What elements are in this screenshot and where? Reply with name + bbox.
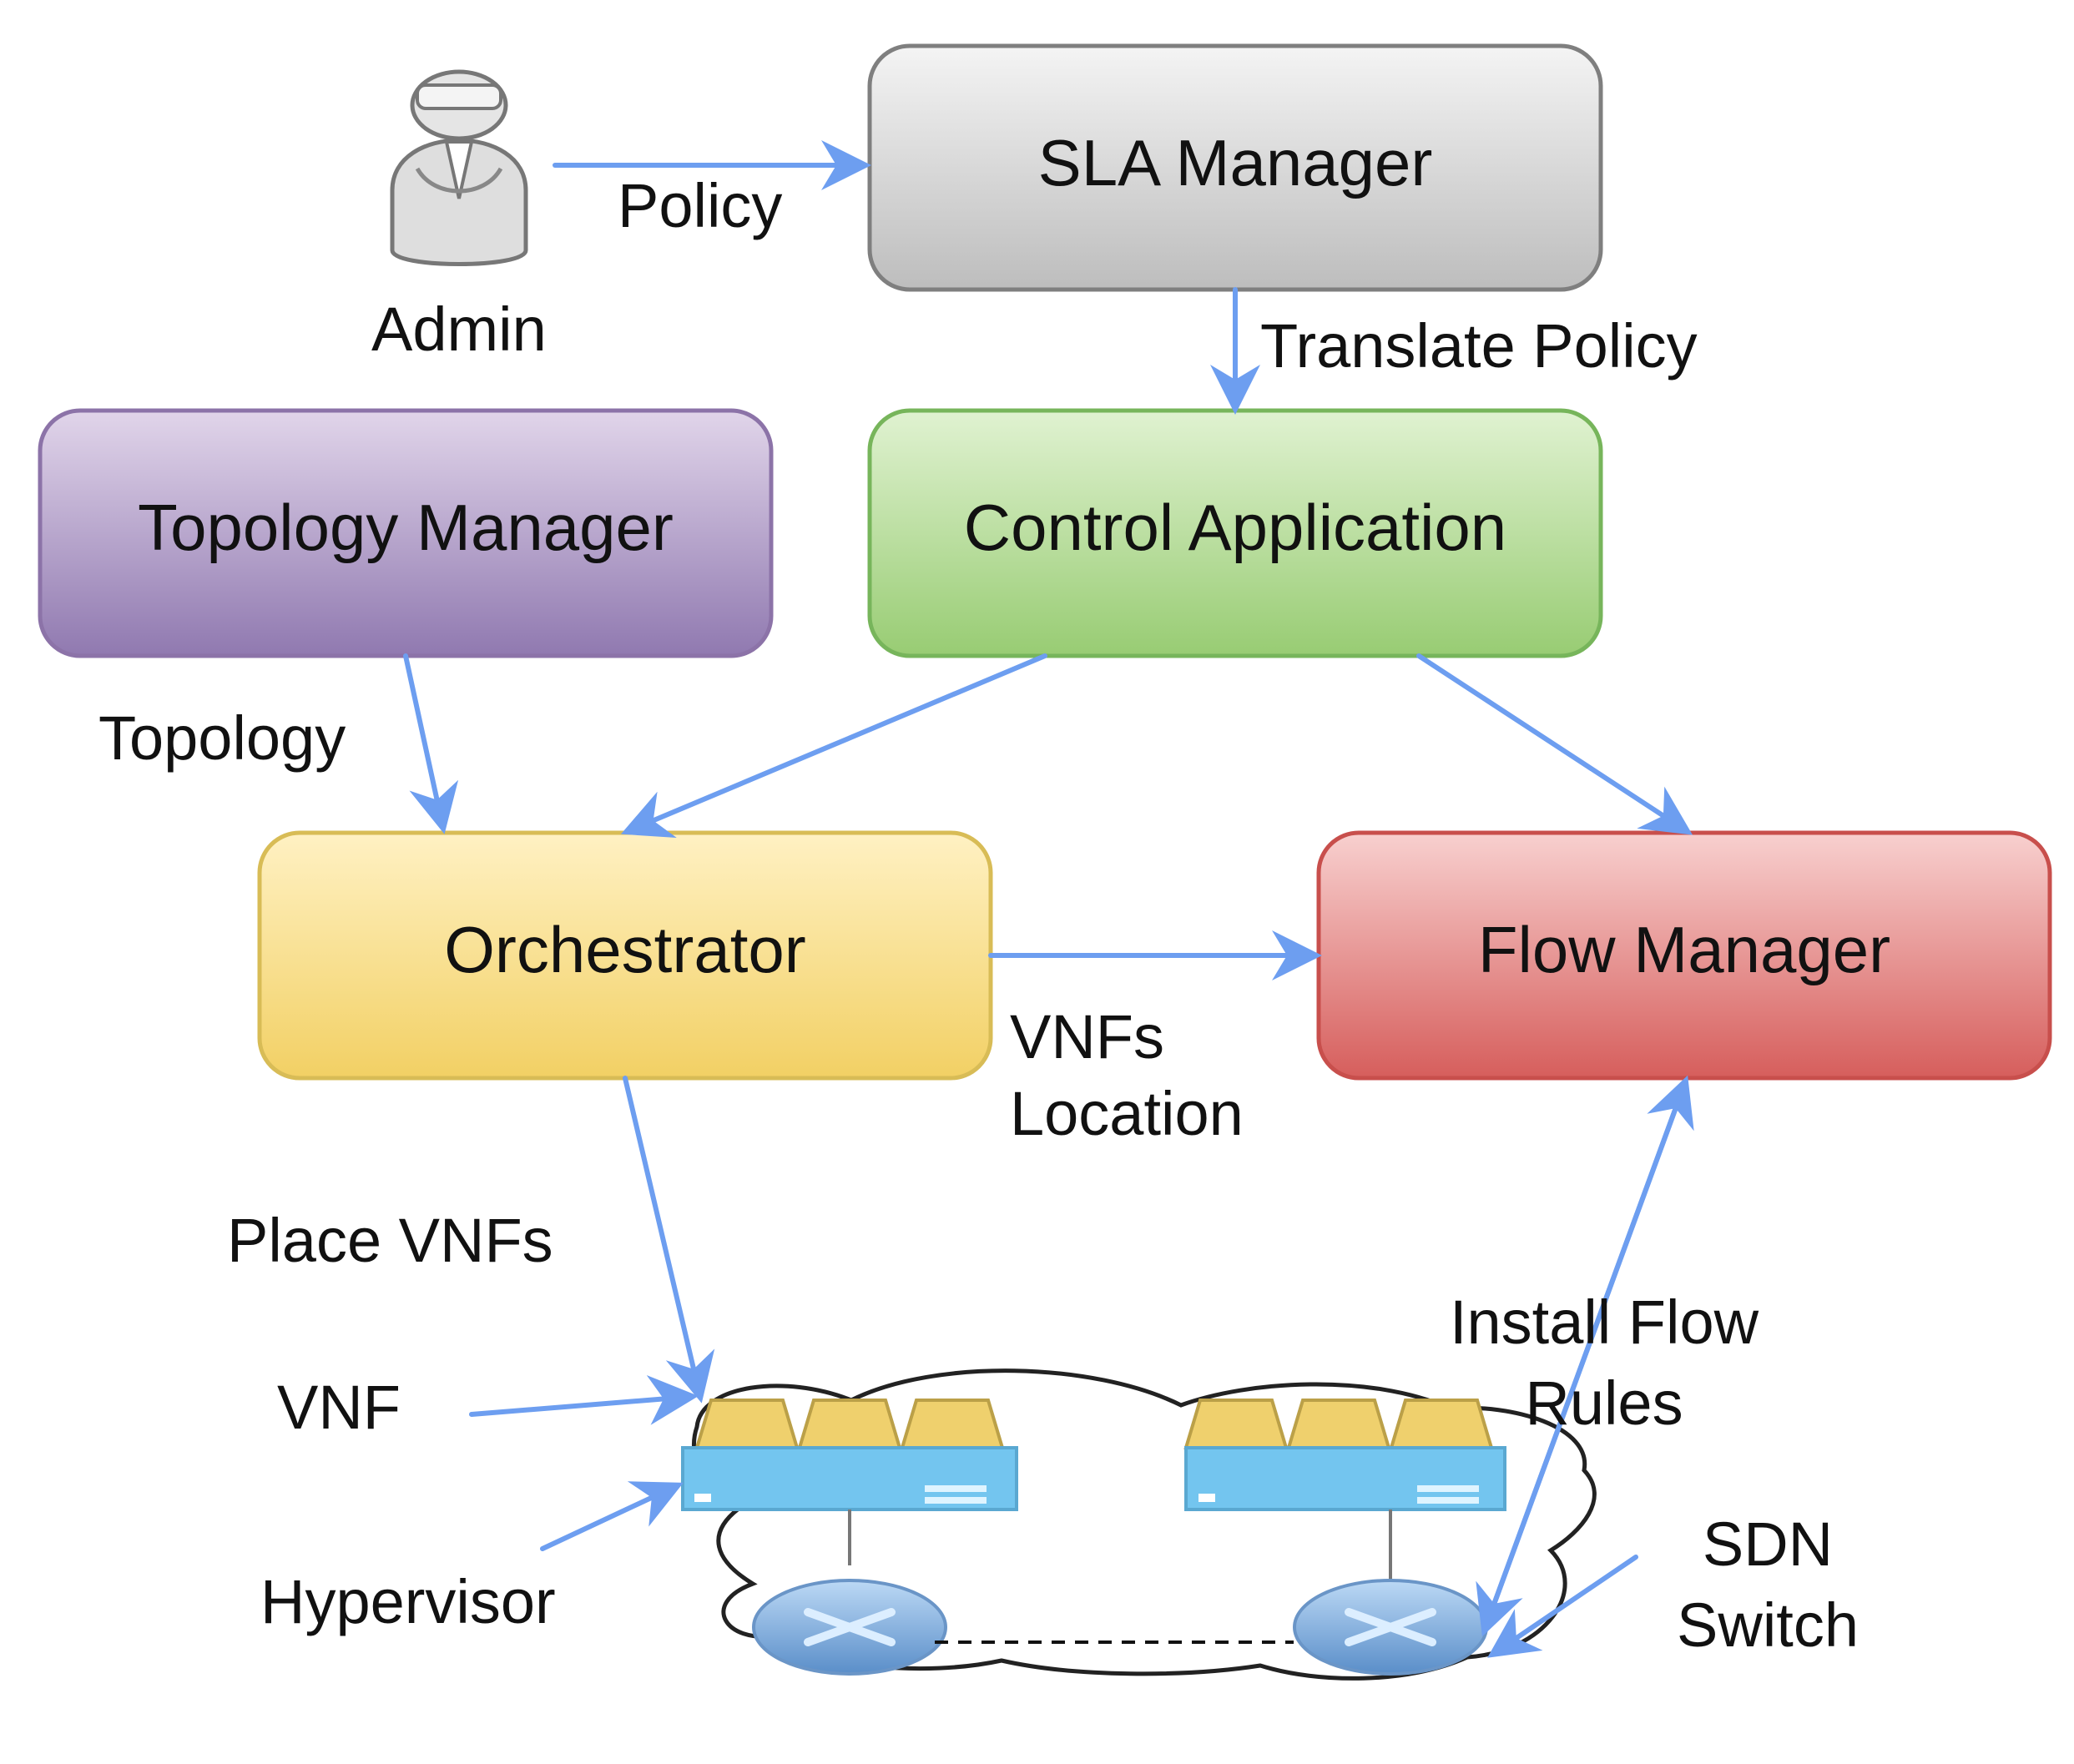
vnf-block-icon — [1286, 1399, 1391, 1449]
orchestrator-node[interactable]: Orchestrator — [257, 830, 993, 1081]
flow-manager-node[interactable]: Flow Manager — [1316, 830, 2052, 1081]
hypervisor-label: Hypervisor — [260, 1567, 556, 1636]
flow-manager-label: Flow Manager — [1478, 913, 1890, 986]
sla-manager-node[interactable]: SLA Manager — [867, 43, 1603, 292]
place-vnfs-label: Place VNFs — [227, 1206, 553, 1275]
translate-policy-label: Translate Policy — [1260, 311, 1698, 381]
router-switch-icon — [1293, 1579, 1488, 1676]
control-to-flow-manager-arrow — [1416, 653, 1693, 835]
policy-label: Policy — [618, 171, 782, 240]
install-flow-rules-label-line2: Rules — [1525, 1368, 1683, 1438]
sdn-switch-pointer-arrow — [1487, 1555, 1638, 1658]
vnfs-location-label-line1: VNFs — [1010, 1002, 1164, 1071]
topology-manager-node[interactable]: Topology Manager — [38, 408, 774, 658]
vnf-block-icon — [797, 1399, 902, 1449]
orchestrator-label: Orchestrator — [444, 913, 805, 986]
control-to-orchestrator-arrow — [620, 653, 1047, 839]
install-flow-rules-arrow-down — [1476, 1082, 1687, 1637]
topology-label: Topology — [98, 703, 346, 773]
left-switch-icon — [752, 1579, 947, 1676]
hypervisor-pointer-arrow — [540, 1481, 684, 1551]
sdn-switch-label-line2: Switch — [1677, 1590, 1859, 1660]
vnfs-location-label-line2: Location — [1010, 1079, 1244, 1148]
vnf-pointer-arrow — [469, 1374, 699, 1425]
sdn-switch-label-line1: SDN — [1703, 1509, 1833, 1579]
vnf-block-icon — [900, 1399, 1005, 1449]
place-vnfs-arrow — [623, 1076, 715, 1404]
control-application-node[interactable]: Control Application — [867, 408, 1603, 658]
admin-person-icon — [390, 69, 528, 266]
vnf-block-icon — [1183, 1399, 1289, 1449]
admin-label: Admin — [371, 295, 547, 364]
topology-manager-label: Topology Manager — [138, 491, 674, 564]
left-hypervisor-group — [681, 1399, 1018, 1565]
sla-manager-label: SLA Manager — [1038, 126, 1433, 199]
vnf-block-icon — [1389, 1399, 1494, 1449]
vnf-label: VNF — [277, 1373, 401, 1442]
control-application-label: Control Application — [964, 491, 1506, 564]
install-flow-rules-label-line1: Install Flow — [1450, 1288, 1759, 1357]
vnf-block-icon — [694, 1399, 800, 1449]
right-hypervisor-group — [1183, 1399, 1506, 1579]
topology-arrow — [403, 653, 459, 834]
